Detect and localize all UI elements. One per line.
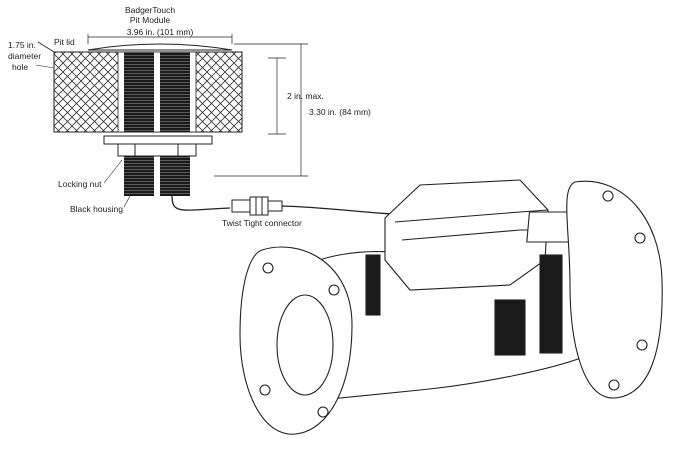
locking-nut-label: Locking nut [58,179,102,189]
hole-label-line1: 1.75 in. [8,40,36,50]
black-housing-left [124,156,154,196]
water-meter [239,179,663,435]
pit-lid-label: Pit lid [54,37,75,47]
height-dimension-label: 3.30 in. (84 mm) [309,107,371,117]
max-depth-label: 2 in. max. [287,91,324,101]
black-housing-right [160,156,190,196]
labels: BadgerTouch Pit Module 3.96 in. (101 mm)… [8,5,371,228]
black-housing-label: Black housing [70,204,123,214]
thread-left [124,52,154,132]
module-title-line2: Pit Module [130,15,170,25]
width-dimension-label: 3.96 in. (101 mm) [127,27,194,37]
dimensions [87,34,308,177]
flange [103,135,213,145]
module-dome [87,43,233,51]
right-flange [566,180,663,399]
square-boss [526,211,573,243]
locking-nut [117,143,197,157]
cable-and-connector [171,195,393,216]
pit-lid-section [37,41,243,196]
thread-right [160,52,190,132]
module-title-line1: BadgerTouch [125,5,175,15]
twist-tight-connector [231,199,251,213]
left-bore [276,294,334,396]
hole-label-line2: diameter [8,51,41,61]
hole-label-line3: hole [12,62,28,72]
connector-label: Twist Tight connector [222,218,302,228]
